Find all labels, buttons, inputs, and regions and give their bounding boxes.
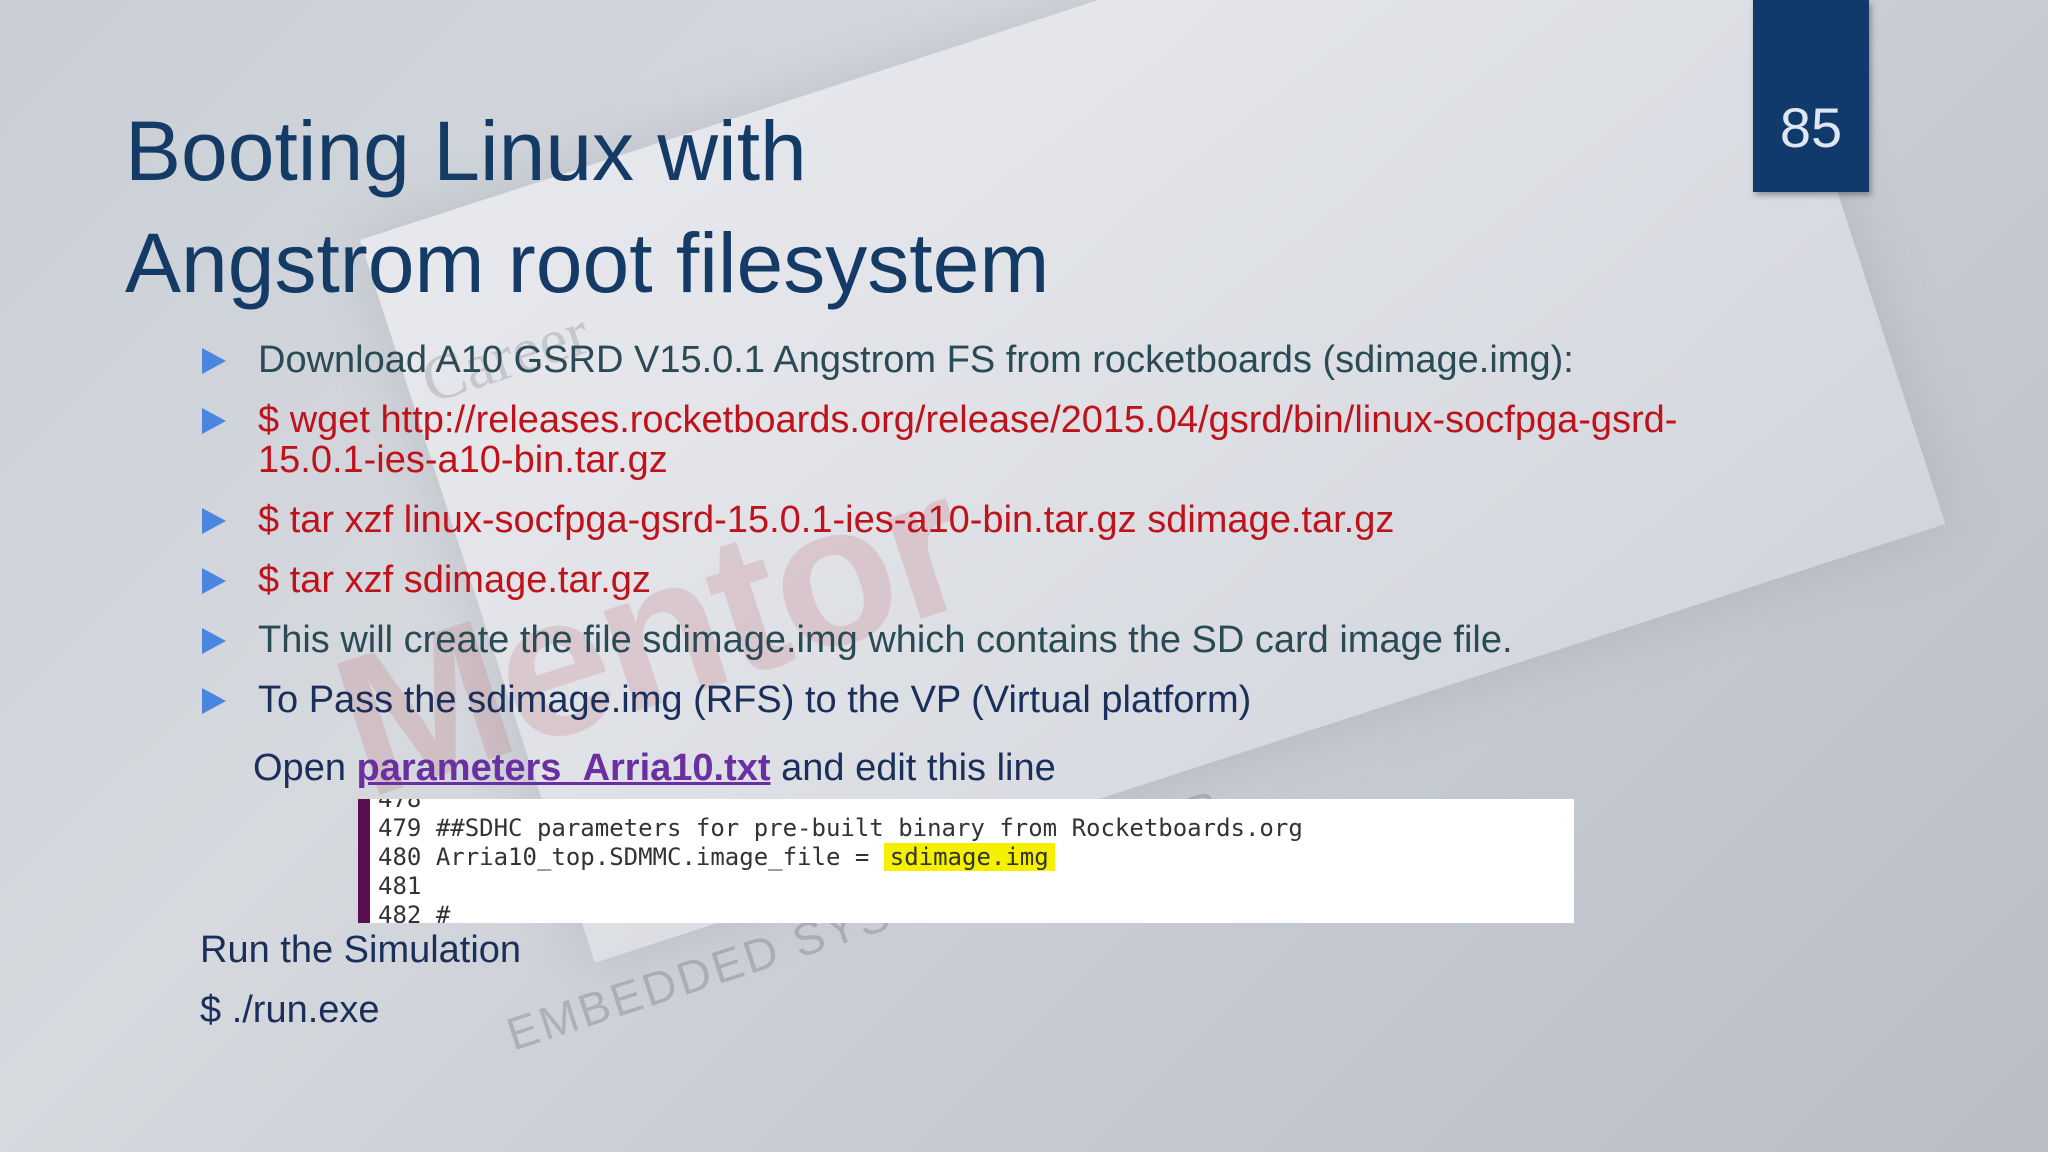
highlighted-value: sdimage.img	[883, 843, 1055, 871]
parameters-file-link[interactable]: parameters_Arria10.txt	[356, 747, 771, 789]
title-line-1: Booting Linux with	[125, 104, 807, 198]
bullet-item: To Pass the sdimage.img (RFS) to the VP …	[200, 680, 1698, 720]
code-line: 480 Arria10_top.SDMMC.image_file = sdima…	[378, 843, 1303, 872]
bullet-item: $ tar xzf sdimage.tar.gz	[200, 560, 1698, 600]
open-prefix: Open	[253, 747, 357, 789]
bullet-item: $ tar xzf linux-socfpga-gsrd-15.0.1-ies-…	[200, 500, 1698, 540]
bullet-arrow-icon	[202, 568, 226, 594]
line-number: 478	[378, 799, 422, 813]
bullet-text: $ tar xzf sdimage.tar.gz	[258, 559, 651, 601]
bullet-text: This will create the file sdimage.img wh…	[258, 619, 1513, 661]
code-gutter-bar	[358, 799, 370, 923]
bullet-arrow-icon	[202, 408, 226, 434]
code-line: 481	[378, 872, 1303, 901]
title-line-2: Angstrom root filesystem	[125, 216, 1050, 310]
line-number: 479	[378, 814, 422, 842]
code-lines: 478 479 ##SDHC parameters for pre-built …	[378, 799, 1303, 923]
open-file-instruction: Open parameters_Arria10.txt and edit thi…	[253, 748, 1056, 788]
bullet-arrow-icon	[202, 348, 226, 374]
bullet-item: This will create the file sdimage.img wh…	[200, 620, 1698, 660]
code-text: Arria10_top.SDMMC.image_file =	[435, 843, 884, 871]
code-line: 479 ##SDHC parameters for pre-built bina…	[378, 814, 1303, 843]
bullet-item: $ wget http://releases.rocketboards.org/…	[200, 400, 1698, 480]
run-command: $ ./run.exe	[200, 989, 380, 1031]
code-line: 478	[378, 799, 1303, 814]
open-suffix: and edit this line	[781, 747, 1056, 789]
line-number: 480	[378, 843, 422, 871]
run-simulation-label: Run the Simulation	[200, 929, 522, 971]
bullet-text: Download A10 GSRD V15.0.1 Angstrom FS fr…	[258, 339, 1574, 381]
bullet-arrow-icon	[202, 688, 226, 714]
bullet-arrow-icon	[202, 628, 226, 654]
page-number: 85	[1779, 96, 1843, 159]
bullet-text: $ tar xzf linux-socfpga-gsrd-15.0.1-ies-…	[258, 499, 1395, 541]
bullet-text: To Pass the sdimage.img (RFS) to the VP …	[258, 679, 1252, 721]
code-text: #	[435, 901, 451, 923]
line-number: 481	[378, 872, 422, 900]
code-line: 482 #	[378, 901, 1303, 923]
bullet-text: $ wget http://releases.rocketboards.org/…	[258, 399, 1678, 481]
line-number: 482	[378, 901, 422, 923]
page-number-badge: 85	[1753, 0, 1869, 192]
slide-title: Booting Linux with Angstrom root filesys…	[125, 95, 1049, 319]
code-snippet: 478 479 ##SDHC parameters for pre-built …	[358, 799, 1574, 923]
bullet-item: Download A10 GSRD V15.0.1 Angstrom FS fr…	[200, 340, 1698, 380]
code-text: ##SDHC parameters for pre-built binary f…	[435, 814, 1303, 842]
bullet-arrow-icon	[202, 508, 226, 534]
